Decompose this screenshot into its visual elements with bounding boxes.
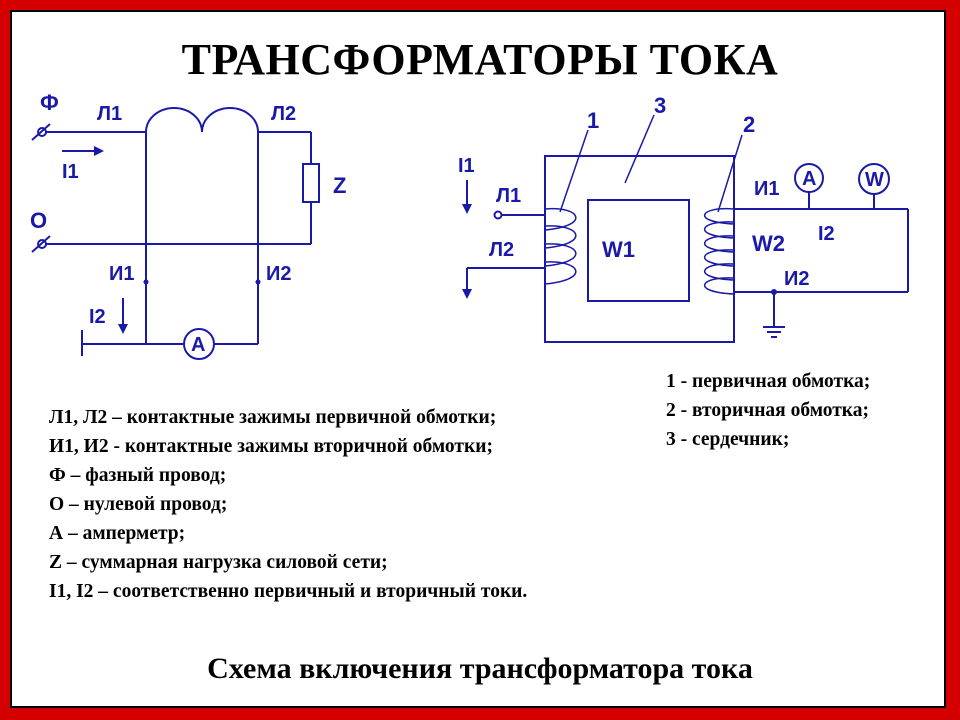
- legend-left-item: О – нулевой провод;: [49, 494, 228, 515]
- ammeter-right: [794, 163, 824, 193]
- label-neutral: О: [30, 208, 47, 233]
- primary-coil: [145, 107, 259, 133]
- legend-left-item: А – амперметр;: [49, 523, 186, 544]
- core-outer: [544, 155, 735, 343]
- core-inner: [587, 199, 690, 302]
- wattmeter: [858, 163, 890, 195]
- legend-right-item: 2 - вторичная обмотка;: [666, 400, 869, 421]
- marker-1: 1: [587, 108, 599, 133]
- legend-right: 1 - первичная обмотка; 2 - вторичная обм…: [666, 367, 870, 454]
- label-l1-right: Л1: [496, 185, 521, 207]
- slide: [10, 10, 946, 708]
- marker-2: 2: [743, 112, 755, 137]
- label-phase: Ф: [40, 90, 59, 115]
- legend-left-item: Ф – фазный провод;: [49, 465, 227, 486]
- right-transformer: 1 3 2 I1 Л1 Л2 W1 W2 И1 И2 I2 А W: [458, 93, 909, 343]
- label-i1-current: I1: [62, 161, 79, 183]
- pointer-3: [624, 114, 655, 184]
- pointer-1: [559, 129, 589, 213]
- terminal-l1-right: [493, 210, 503, 220]
- terminal-i1-dot: [143, 279, 149, 285]
- phase-terminal-icon: [31, 123, 51, 141]
- ammeter-right-label: А: [802, 168, 816, 190]
- label-w2: W2: [752, 231, 785, 256]
- label-l1: Л1: [97, 103, 122, 125]
- label-sec1: И1: [109, 263, 135, 285]
- label-l2: Л2: [271, 103, 296, 125]
- label-sec2: И2: [266, 263, 292, 285]
- legend-right-item: 1 - первичная обмотка;: [666, 371, 871, 392]
- pointer-2: [717, 134, 743, 213]
- label-w1: W1: [602, 237, 635, 262]
- secondary-winding: [704, 207, 735, 295]
- label-load: Z: [333, 173, 346, 198]
- label-sec2-right: И2: [784, 268, 810, 290]
- label-sec1-right: И1: [754, 178, 780, 200]
- ground-icon: [763, 326, 785, 338]
- legend-left-item: Z – суммарная нагрузка силовой сети;: [49, 552, 388, 573]
- legend-left-item: Л1, Л2 – контактные зажимы первичной обм…: [49, 407, 497, 428]
- label-i1-right: I1: [458, 155, 475, 177]
- left-circuit: Ф Л1 Л2 I1 Z О И1 И2 I2 А: [30, 90, 346, 360]
- label-l2-right: Л2: [489, 239, 514, 261]
- legend-left-item: I1, I2 – соответственно первичный и втор…: [49, 581, 528, 602]
- primary-winding: [544, 207, 577, 285]
- legend-left: Л1, Л2 – контактные зажимы первичной обм…: [49, 403, 527, 606]
- legend-right-item: 3 - сердечник;: [666, 429, 790, 450]
- diagram-caption: Схема включения трансформатора тока: [207, 652, 753, 685]
- ammeter-left-label: А: [191, 334, 205, 356]
- wattmeter-label: W: [865, 169, 884, 191]
- terminal-i2-dot: [255, 279, 261, 285]
- load-resistor: [302, 163, 320, 203]
- legend-left-item: И1, И2 - контактные зажимы вторичной обм…: [49, 436, 493, 457]
- neutral-terminal-icon: [31, 235, 51, 253]
- page-title: ТРАНСФОРМАТОРЫ ТОКА: [181, 35, 779, 84]
- marker-3: 3: [654, 93, 666, 118]
- label-i2-current: I2: [89, 306, 106, 328]
- label-i2-right: I2: [818, 223, 835, 245]
